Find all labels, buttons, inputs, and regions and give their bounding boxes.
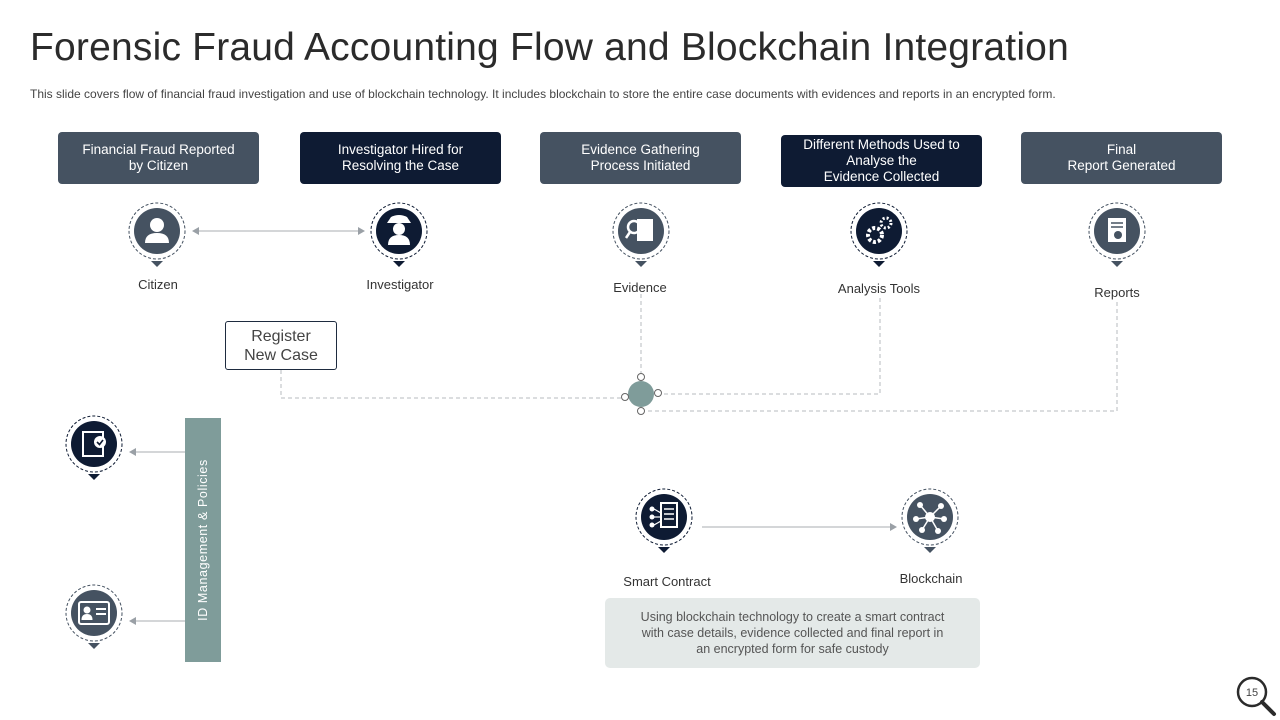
detective-icon bbox=[370, 202, 428, 267]
step-final-report: Final Report Generated bbox=[1021, 132, 1222, 184]
page-title: Forensic Fraud Accounting Flow and Block… bbox=[30, 26, 1069, 69]
blockchain-note: Using blockchain technology to create a … bbox=[605, 598, 980, 668]
page-subtitle: This slide covers flow of financial frau… bbox=[30, 87, 1056, 101]
person-icon bbox=[128, 202, 186, 267]
smart-contract-icon bbox=[635, 488, 693, 553]
step-evidence-gathering: Evidence Gathering Process Initiated bbox=[540, 132, 741, 184]
node-label-smart-contract: Smart Contract bbox=[623, 574, 711, 589]
node-label-evidence: Evidence bbox=[613, 280, 667, 295]
node-label-reports: Reports bbox=[1094, 285, 1140, 300]
hub-node bbox=[621, 373, 662, 415]
magnifier-icon bbox=[1236, 676, 1276, 716]
page-number: 15 bbox=[1245, 687, 1259, 699]
step-investigator-hired: Investigator Hired for Resolving the Cas… bbox=[300, 132, 501, 184]
gears-icon bbox=[850, 202, 908, 267]
magnifier-document-icon bbox=[612, 202, 670, 267]
step-fraud-reported: Financial Fraud Reported by Citizen bbox=[58, 132, 259, 184]
node-label-blockchain: Blockchain bbox=[899, 571, 963, 586]
id-management-bar: ID Management & Policies bbox=[185, 418, 221, 662]
node-label-investigator: Investigator bbox=[366, 277, 434, 292]
id-management-label: ID Management & Policies bbox=[196, 459, 210, 621]
network-icon bbox=[901, 488, 959, 553]
verified-document-icon bbox=[65, 415, 123, 480]
id-card-icon bbox=[65, 584, 123, 649]
node-label-analysis-tools: Analysis Tools bbox=[837, 281, 921, 296]
register-new-case-box: Register New Case bbox=[225, 321, 337, 370]
step-analysis-methods: Different Methods Used to Analyse the Ev… bbox=[781, 135, 982, 187]
report-icon bbox=[1088, 202, 1146, 267]
node-label-citizen: Citizen bbox=[138, 277, 178, 292]
